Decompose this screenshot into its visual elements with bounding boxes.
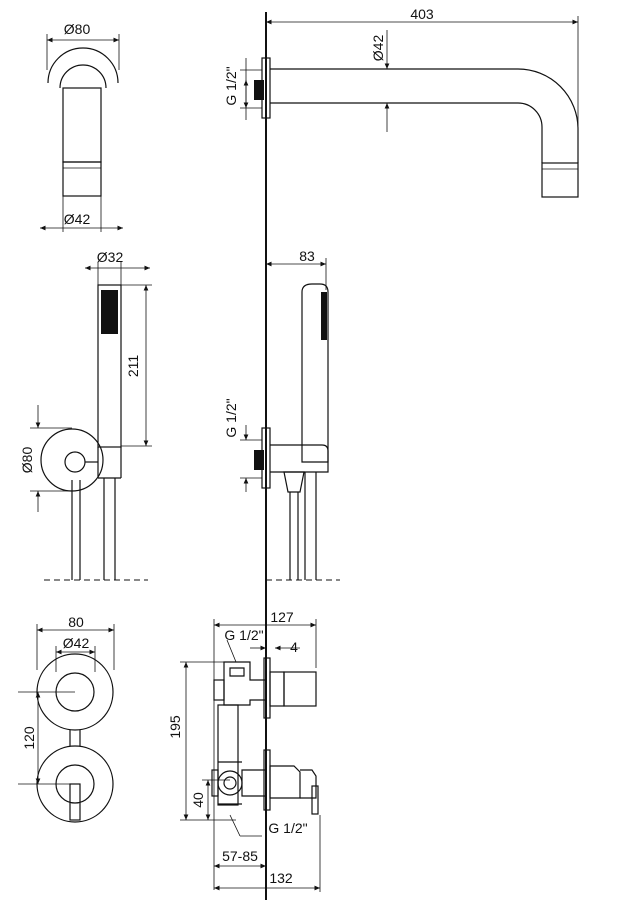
spout-front-view — [40, 34, 123, 232]
mixer-side-view — [180, 619, 321, 892]
overall-depth-label: 132 — [269, 870, 293, 886]
body-thread-top-label: G 1/2" — [224, 627, 263, 643]
nozzle-pattern-left — [101, 290, 118, 334]
plate-width-label: 80 — [68, 614, 84, 630]
hand-shower-side-view — [240, 258, 340, 581]
mixer-front-view — [18, 624, 115, 823]
body-depth-total-label: 127 — [270, 609, 294, 625]
hand-shower-front-view — [30, 262, 152, 581]
install-depth-label: 57-85 — [222, 848, 258, 864]
body-height-label: 195 — [167, 715, 183, 739]
holder-thread-label: G 1/2" — [223, 398, 239, 437]
body-lower-offset-label: 40 — [190, 792, 206, 808]
hand-shower-diameter-label: Ø32 — [97, 249, 124, 265]
body-thread-bottom-label: G 1/2" — [268, 820, 307, 836]
hand-shower-length-label: 211 — [125, 355, 141, 378]
spout-pipe-diameter-label: Ø42 — [370, 35, 386, 62]
spout-diameter-top-label: Ø80 — [64, 21, 91, 37]
body-step-label: 4 — [290, 639, 298, 655]
spout-thread-label: G 1/2" — [223, 66, 239, 105]
plate-spacing-label: 120 — [21, 726, 37, 750]
spout-length-label: 403 — [410, 6, 434, 22]
holder-projection-label: 83 — [299, 248, 315, 264]
plate-inner-diameter-label: Ø42 — [63, 635, 90, 651]
holder-diameter-label: Ø80 — [19, 447, 35, 474]
spout-side-view — [240, 16, 579, 198]
spout-diameter-bottom-label: Ø42 — [64, 211, 91, 227]
